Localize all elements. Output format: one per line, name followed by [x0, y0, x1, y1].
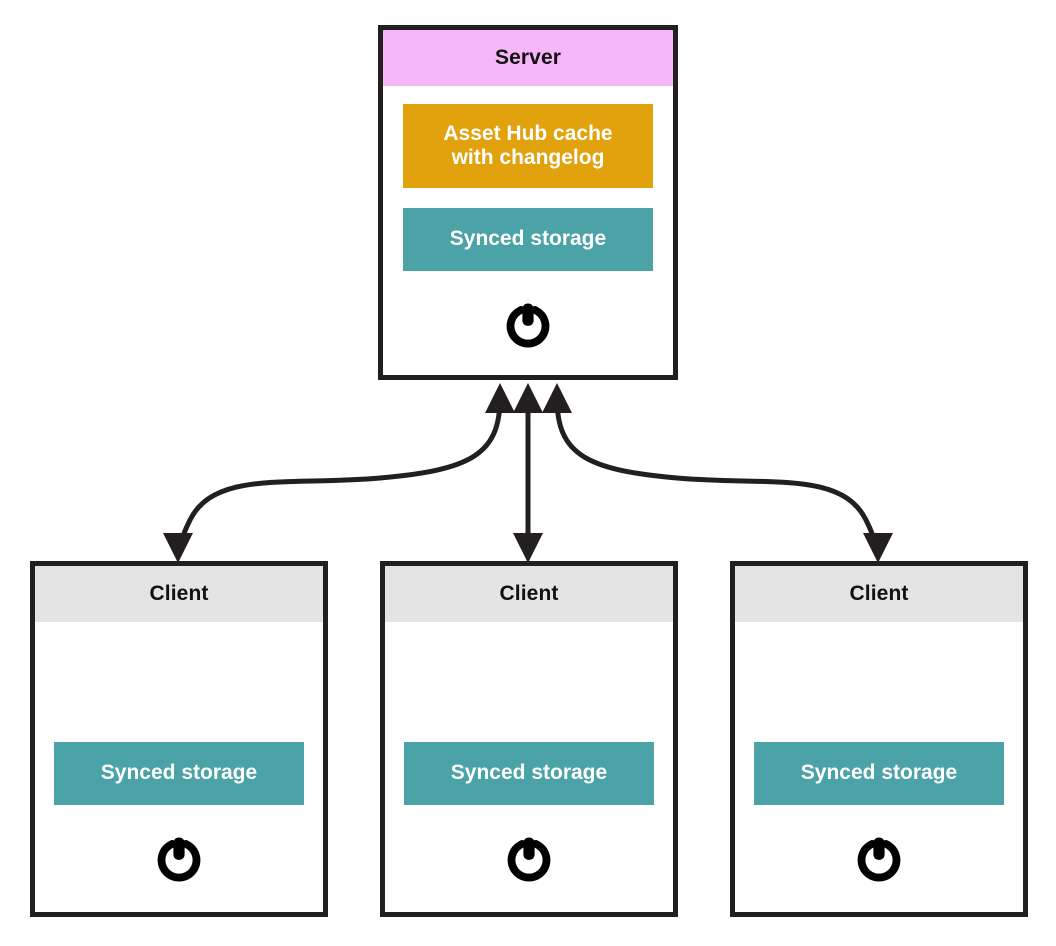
server-power-icon-wrap — [383, 295, 673, 351]
power-icon[interactable] — [504, 295, 552, 351]
client-node-2[interactable]: Client Synced storage — [380, 561, 678, 917]
client-1-header: Client — [35, 566, 323, 622]
cache-label-line-2: with changelog — [451, 146, 605, 169]
arrowhead-up-server-center — [513, 383, 543, 413]
client-2-synced-storage-chip[interactable]: Synced storage — [404, 742, 654, 805]
connector-server-client-3 — [542, 383, 893, 563]
cache-label-line-1: Asset Hub cache — [443, 121, 613, 145]
power-icon[interactable] — [155, 829, 203, 885]
connector-server-client-2 — [513, 383, 543, 563]
asset-hub-cache-chip[interactable]: Asset Hub cache with changelog — [403, 104, 653, 188]
arrowhead-down-client-3 — [863, 533, 893, 563]
arrowhead-down-client-1 — [163, 533, 193, 563]
client-1-power-icon-wrap — [35, 829, 323, 885]
arrowhead-up-server-left — [485, 383, 515, 413]
server-synced-storage-chip[interactable]: Synced storage — [403, 208, 653, 271]
client-node-3[interactable]: Client Synced storage — [730, 561, 1028, 917]
client-3-synced-storage-chip[interactable]: Synced storage — [754, 742, 1004, 805]
arrowhead-down-client-2 — [513, 533, 543, 563]
asset-hub-cache-label: Asset Hub cache with changelog — [443, 122, 612, 171]
connector-server-client-1 — [163, 383, 515, 563]
server-node[interactable]: Server Asset Hub cache with changelog Sy… — [378, 25, 678, 380]
power-icon[interactable] — [505, 829, 553, 885]
client-2-header: Client — [385, 566, 673, 622]
client-2-power-icon-wrap — [385, 829, 673, 885]
client-1-synced-storage-chip[interactable]: Synced storage — [54, 742, 304, 805]
client-3-header: Client — [735, 566, 1023, 622]
server-header: Server — [383, 30, 673, 86]
arrowhead-up-server-right — [542, 383, 572, 413]
client-node-1[interactable]: Client Synced storage — [30, 561, 328, 917]
client-3-power-icon-wrap — [735, 829, 1023, 885]
power-icon[interactable] — [855, 829, 903, 885]
